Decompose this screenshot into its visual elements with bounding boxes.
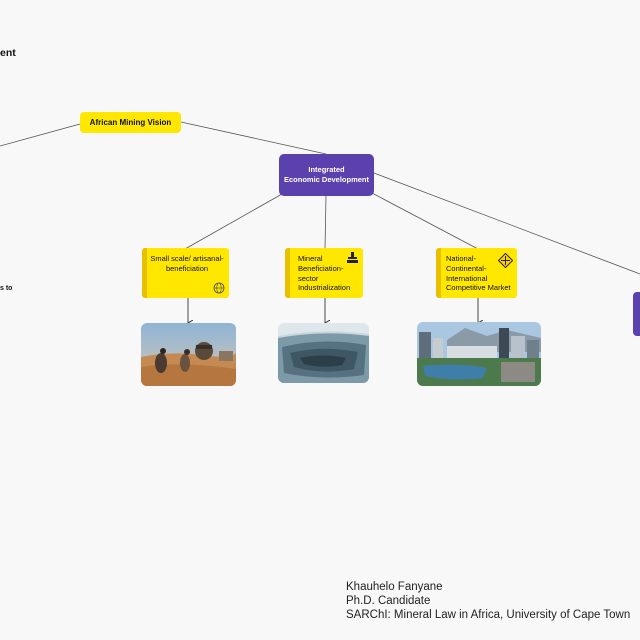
credit-name: Khauhelo Fanyane: [346, 581, 443, 593]
open-pit-mine-photo: [278, 323, 369, 383]
factory-icon: [347, 252, 358, 263]
branch-beneficiation-line-4: Industrialization: [298, 283, 351, 293]
link-hub-right: [373, 172, 640, 275]
link-hub-market: [371, 192, 479, 250]
author-credit: Khauhelo Fanyane Ph.D. Candidate SARChI:…: [346, 580, 630, 622]
root-node-african-mining-vision[interactable]: African Mining Vision: [80, 112, 181, 133]
branch-market-line-4: Competitive Market: [446, 283, 511, 293]
artisanal-miners-photo: [141, 323, 236, 386]
branch-node-market[interactable]: National- Continental- International Com…: [436, 248, 517, 298]
city-waterfront-photo: [417, 322, 541, 386]
root-node-label: African Mining Vision: [89, 118, 172, 127]
branch-market-line-1: National-: [446, 254, 477, 263]
branch-beneficiation-line-2: Beneficiation-: [298, 263, 344, 273]
hub-node-integrated-economic-development[interactable]: Integrated Economic Development: [279, 154, 374, 196]
link-hub-beneficiation: [324, 195, 327, 250]
branch-market-line-2: Continental-: [446, 263, 487, 273]
branch-node-beneficiation[interactable]: Mineral Beneficiation- sector Industrial…: [285, 248, 363, 298]
credit-affiliation: SARChI: Mineral Law in Africa, Universit…: [346, 609, 631, 621]
globe-icon: [213, 282, 225, 294]
link-hub-small-scale: [184, 193, 283, 250]
branch-beneficiation-line-1: Mineral: [298, 254, 323, 263]
branch-market-line-3: International: [446, 273, 488, 283]
credit-role: Ph.D. Candidate: [346, 595, 431, 607]
branch-small-scale-line-2: beneficiation: [165, 263, 209, 273]
link-root-hub: [180, 121, 327, 155]
right-edge-node[interactable]: [633, 292, 640, 336]
hub-node-line-2: Economic Development: [283, 175, 370, 184]
partial-label: s to: [0, 285, 13, 292]
partial-heading: ent: [0, 47, 16, 59]
branch-beneficiation-line-3: sector: [298, 273, 319, 283]
link-root-left: [0, 123, 81, 147]
hub-node-line-1: Integrated: [308, 164, 345, 174]
branch-node-small-scale[interactable]: Small scale/ artisanal- beneficiation: [142, 248, 229, 298]
road-sign-icon: [498, 253, 513, 268]
branch-small-scale-line-1: Small scale/ artisanal-: [150, 254, 224, 263]
